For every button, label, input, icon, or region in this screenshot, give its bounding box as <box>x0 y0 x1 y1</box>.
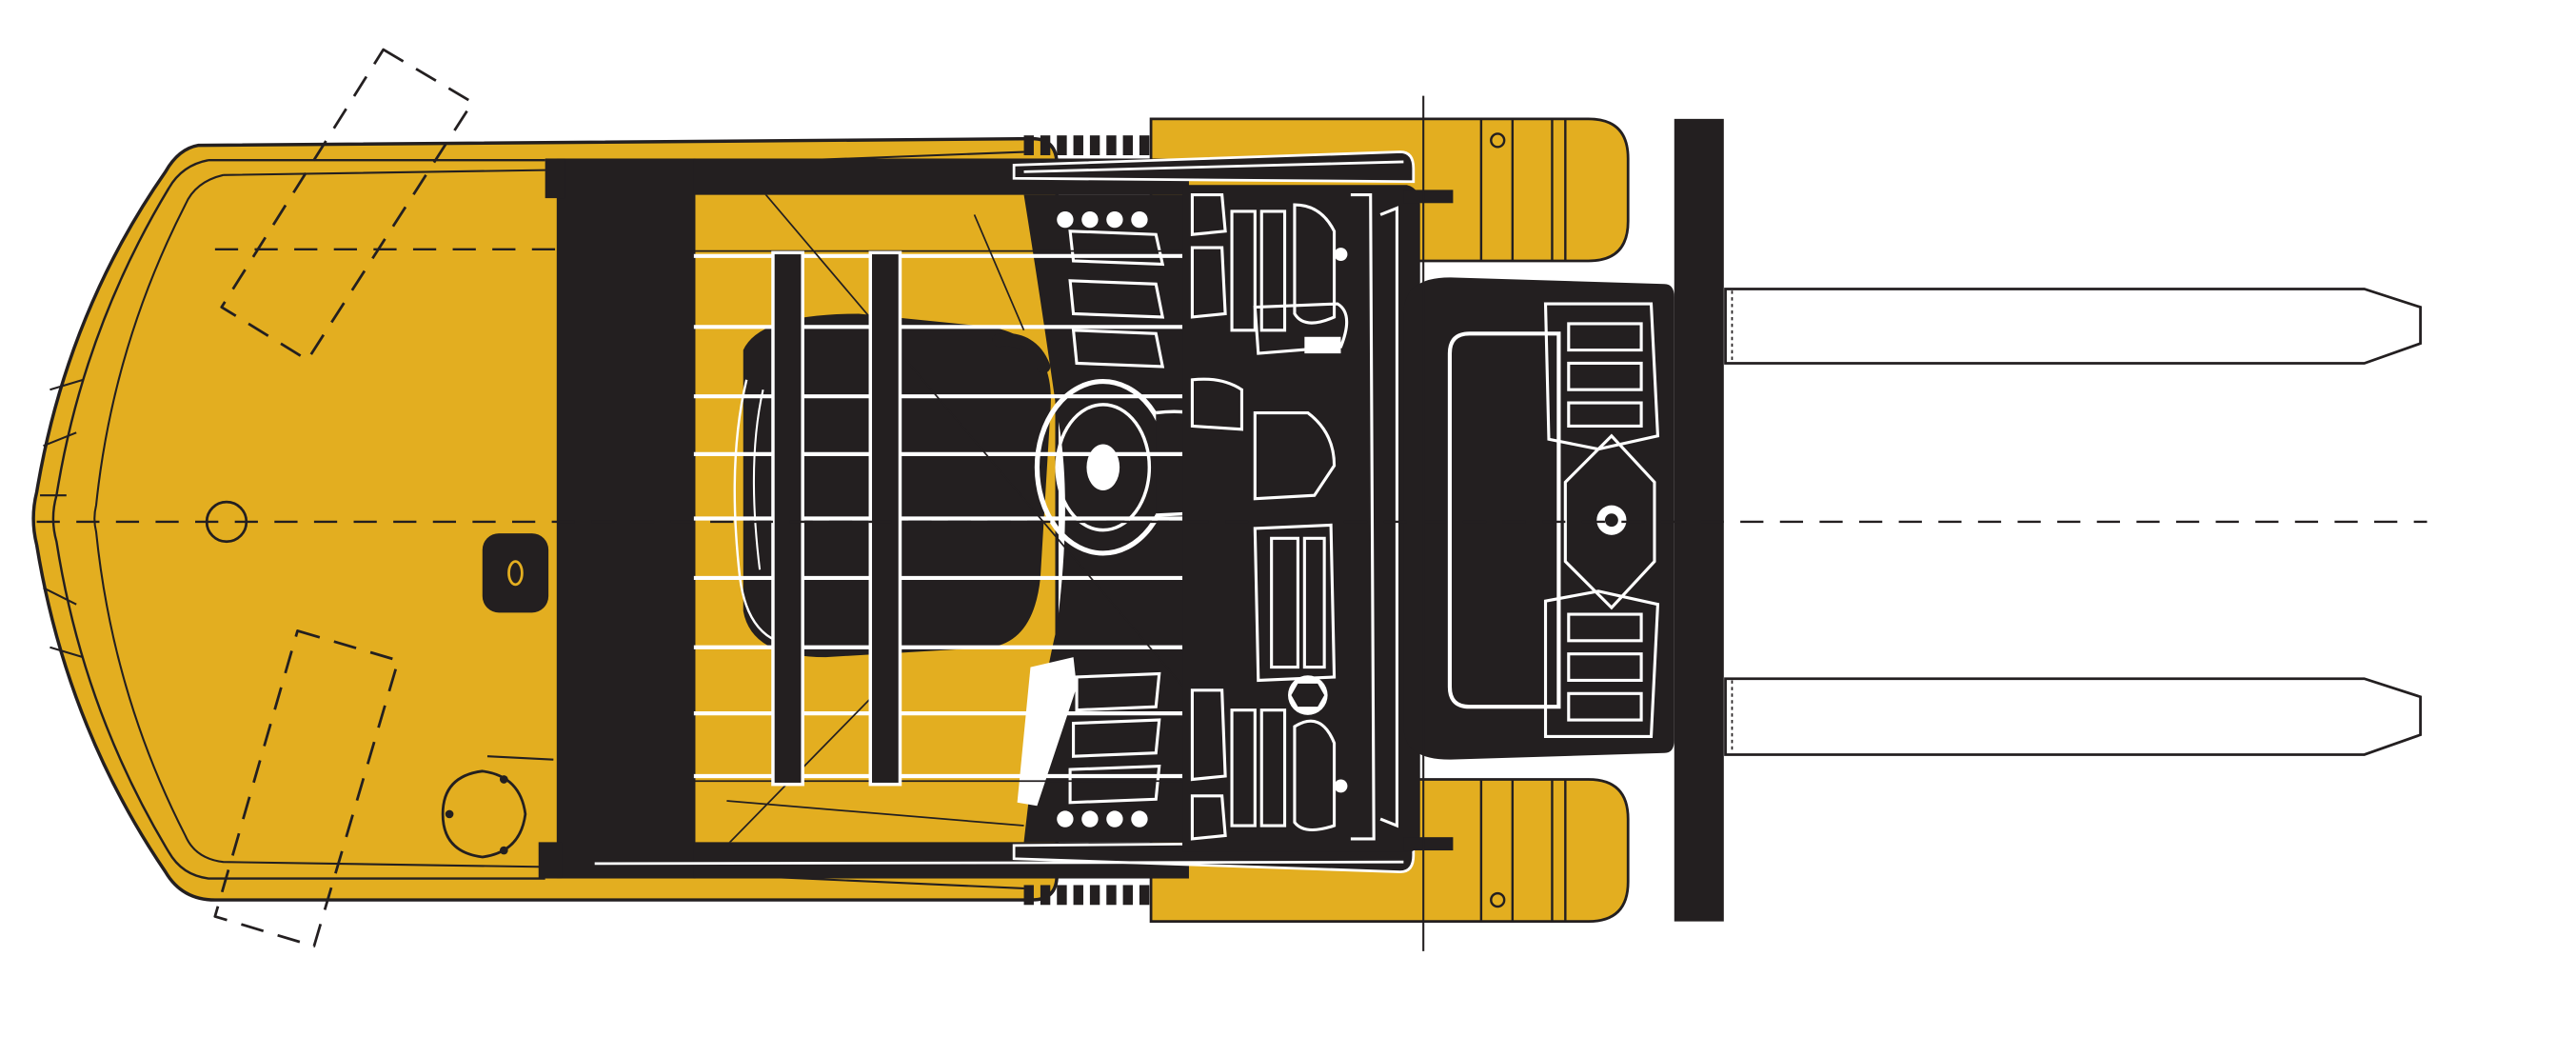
rear-wheel-left <box>220 48 474 362</box>
fork-right <box>1724 677 2422 756</box>
carriage <box>1403 277 1674 760</box>
backrest <box>1674 118 1724 922</box>
mast <box>1182 185 1454 852</box>
tow-pin <box>482 533 549 613</box>
fork-left <box>1724 288 2422 365</box>
rear-wheel-right <box>213 629 400 948</box>
guard-bars <box>693 194 1189 843</box>
centerlines <box>36 95 2427 951</box>
